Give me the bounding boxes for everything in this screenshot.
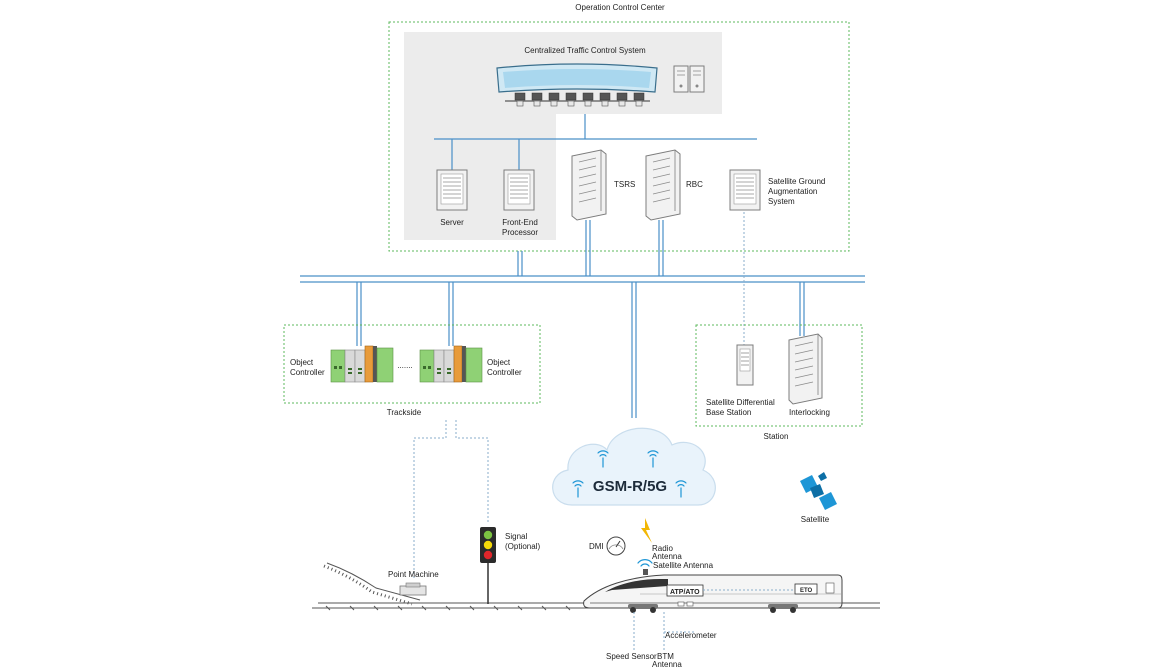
occ-frame [388, 21, 850, 252]
server-icon [673, 65, 705, 93]
rbc-label: RBC [686, 180, 703, 189]
radio-label-1: Radio [652, 544, 673, 553]
server-icon [736, 344, 754, 386]
eto-label: ETO [800, 588, 813, 594]
occ-title: Operation Control Center [575, 3, 665, 12]
station-label: Station [764, 432, 789, 441]
station-frame [695, 324, 863, 427]
accelerometer-label: Accelerometer [665, 631, 717, 640]
satellite-antenna-label: Satellite Antenna [653, 561, 714, 570]
rack-icon [788, 333, 823, 405]
interlocking-label: Interlocking [789, 408, 830, 417]
trackside-frame [283, 324, 541, 404]
sdbs-label-1: Satellite Differential [706, 398, 775, 407]
dmi-gauge-icon [606, 536, 626, 556]
radio-label-2: Antenna [652, 552, 682, 561]
ctc-label: Centralized Traffic Control System [524, 46, 646, 55]
signal-label-2: (Optional) [505, 542, 540, 551]
cloud-icon [552, 427, 716, 506]
fep-label-2: Processor [502, 228, 538, 237]
antenna-icon [637, 559, 653, 567]
oc-left-label-2: Controller [290, 368, 325, 377]
trackside-label: Trackside [387, 408, 422, 417]
server-icon [729, 169, 761, 211]
speed-sensor-label: Speed Sensor [606, 652, 657, 661]
object-controller-icon [419, 345, 483, 383]
tsrs-label: TSRS [614, 180, 635, 189]
oc-left-label-1: Object [290, 358, 314, 367]
point-machine-icon [399, 582, 427, 596]
satellite-label: Satellite [801, 515, 830, 524]
satellite-icon [800, 472, 837, 510]
oc-right-label-2: Controller [487, 368, 522, 377]
signal-label-1: Signal [505, 532, 527, 541]
object-controller-icon [330, 345, 394, 383]
server-label: Server [440, 218, 464, 227]
sdbs-label-2: Base Station [706, 408, 751, 417]
traffic-signal-icon [480, 527, 496, 604]
atp-ato-label: ATP/ATO [670, 589, 700, 596]
sgas-label-1: Satellite Ground [768, 177, 825, 186]
oc-right-label-1: Object [487, 358, 511, 367]
eto-box [794, 583, 818, 595]
antenna-icon [572, 450, 687, 498]
fep-label-1: Front-End [502, 218, 538, 227]
train-icon [583, 574, 843, 613]
server-icon [503, 169, 535, 211]
workstation-console-icon [496, 63, 658, 107]
sgas-label-2: Augmentation [768, 187, 817, 196]
btm-label-1: BTM [657, 652, 674, 661]
rack-icon [571, 149, 607, 221]
lightning-icon [641, 518, 652, 543]
rack-icon [645, 149, 681, 221]
gsmr-label: GSM-R/5G [593, 478, 667, 495]
oc-dots: ....... [397, 361, 413, 370]
sgas-label-3: System [768, 197, 795, 206]
dmi-label: DMI [589, 542, 604, 551]
server-icon [436, 169, 468, 211]
point-machine-label: Point Machine [388, 570, 439, 579]
btm-label-2: Antenna [652, 660, 682, 669]
